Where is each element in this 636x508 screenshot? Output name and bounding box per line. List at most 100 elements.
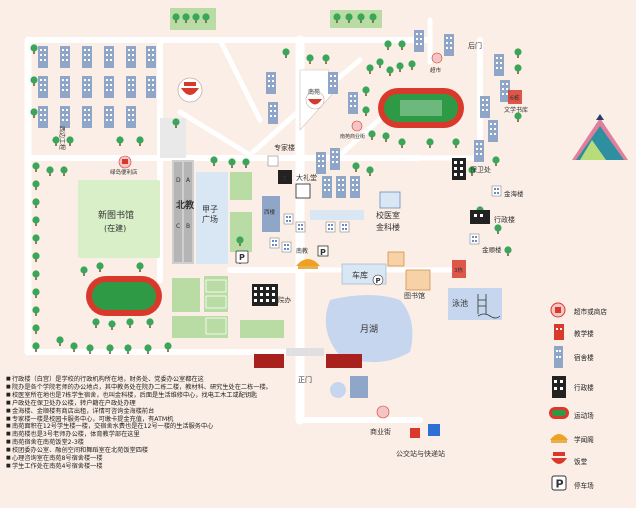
south-garden-label: 南苑 (308, 88, 320, 96)
security-office-label: 保卫处 (470, 165, 491, 174)
svg-text:P: P (556, 478, 564, 491)
store-icon (550, 302, 566, 318)
garage-label: 车库 (352, 270, 368, 280)
jinli-building-label: 金科楼 (376, 222, 400, 232)
note-item: 南苑楼也是3号老师办公楼，体育教学部在这里 (6, 431, 286, 439)
south-gate-label: 正门 (298, 375, 312, 384)
tree-column-left (32, 162, 68, 352)
legend-item-pavilion: 学闻阁 (544, 428, 636, 448)
medical-center-label: 校医室 (376, 210, 400, 220)
south-gate[interactable]: 正门 (254, 348, 362, 384)
dorm-icon (554, 346, 563, 368)
jinshun-building[interactable]: 金顺楼 (469, 233, 502, 254)
back-gate-label: 后门 (468, 41, 482, 50)
main-hall[interactable]: 7 大礼堂 (278, 170, 317, 199)
building-b-label: B (186, 223, 190, 230)
west-building[interactable]: 西楼 (262, 196, 280, 232)
parking-lot[interactable]: P (235, 250, 249, 264)
north-plaza-block (160, 118, 186, 158)
legend-item-parking: P 停车场 (544, 474, 636, 494)
west-building-label: 西楼 (264, 208, 276, 216)
courtyard-label: 院办 (278, 295, 292, 304)
south-garden-canteen[interactable]: 南苑 (299, 69, 337, 131)
jiazi-square-label2: 广场 (202, 214, 218, 224)
main-hall-label: 大礼堂 (296, 173, 317, 182)
building-c-label: C (176, 223, 180, 230)
svg-text:7: 7 (282, 175, 286, 183)
building-3-label: 3栋 (454, 266, 463, 274)
moon-lake[interactable]: 月湖 (325, 295, 413, 363)
parking-center[interactable] (317, 245, 329, 257)
svg-text:P: P (239, 253, 245, 262)
culture-books-label: 文学书库 (504, 106, 528, 114)
commercial-street-label: 商业街 (370, 427, 391, 436)
north-dorm-cluster (30, 44, 156, 146)
note-item: 院办是各个学院老师的办公地点，其中教务处在院办二栋二楼，教材科、研究生处在二栋一… (6, 384, 286, 392)
legend-item-store: 超市或商店 (544, 300, 636, 320)
note-item: 户政处在保卫处办公楼，转户籍在户政处办理 (6, 400, 286, 408)
jiazi-square[interactable]: 甲子 广场 (196, 172, 228, 264)
note-item: 校医室所在地也是7栋学生宿舍，也叫金科楼，后面是生活维修中心，找电工木工或配钥匙 (6, 392, 286, 400)
swimming-pool[interactable]: 泳池 (448, 288, 502, 320)
parking-icon: P (551, 475, 567, 491)
garage[interactable]: 车库 P (341, 263, 387, 286)
note-item: 校团委办公室、融创空间和舞蹈室在北苑饭堂四楼 (6, 447, 286, 455)
library[interactable]: 图书馆 (387, 251, 431, 300)
green-patches-center (210, 156, 252, 264)
building-a-label: A (186, 177, 191, 184)
legend-label: 宿舍楼 (574, 354, 594, 362)
admin-building-label: 行政楼 (494, 215, 515, 224)
pavilion-icon (550, 434, 568, 443)
new-library[interactable]: 新图书馆 (在建) (78, 180, 160, 258)
building-3[interactable]: 3栋 (452, 260, 466, 278)
bus-station[interactable]: 公交站与快递站 (396, 424, 445, 458)
bus-station-label: 公交站与快递站 (396, 449, 445, 458)
note-item: 金海楼、金顺楼有商店出租，详情可咨询金海楼前台 (6, 408, 286, 416)
sports-field-east[interactable] (378, 88, 464, 128)
legend-item-admin: 行政楼 (544, 376, 636, 398)
legend-label: 运动场 (574, 412, 594, 420)
green-store[interactable]: 绿岛便利店 (110, 155, 138, 176)
note-item: 学生工作处在南苑4号宿舍楼一楼 (6, 463, 286, 471)
jinshun-building-label: 金顺楼 (482, 245, 502, 254)
legend-item-sports: 运动场 (544, 404, 636, 424)
courtyard-blocks[interactable]: 院办 (252, 284, 292, 306)
commercial-street[interactable]: 商业街 (370, 405, 391, 436)
south-teaching[interactable]: 南教 (296, 247, 308, 255)
svg-text:P: P (376, 277, 381, 285)
sports-field-icon (549, 407, 569, 419)
teaching-blocks-center (269, 210, 364, 253)
legend-label: 学闻阁 (574, 436, 594, 444)
legend-label: 教学楼 (574, 330, 594, 338)
library-label: 图书馆 (404, 291, 425, 300)
culture-books[interactable]: 6栋 文学书库 (504, 90, 528, 114)
tree-row-top (170, 8, 382, 30)
gate-parking[interactable] (330, 376, 368, 398)
west-road-label: 西边工程 (58, 126, 66, 150)
south-garden-store-label: 南苑商业街 (340, 133, 365, 140)
south-garden-store[interactable]: 南苑商业街 (340, 120, 365, 140)
south-teaching-label: 南教 (296, 247, 308, 255)
supermarket[interactable]: 超市 (430, 52, 443, 74)
note-item: 专家楼一楼是校园卡服务中心，可缴卡提金充值，有ATM机 (6, 416, 286, 424)
expert-building-label: 专家楼 (274, 143, 295, 152)
jinhai-building[interactable]: 金海楼 (491, 185, 524, 198)
legend-label: 停车场 (574, 482, 594, 490)
pavilion[interactable] (296, 259, 320, 269)
svg-text:P: P (320, 248, 326, 257)
expert-building[interactable]: 专家楼 (267, 143, 295, 167)
north-teaching-block[interactable]: 北教 D A C B (172, 160, 195, 264)
supermarket-label: 超市 (430, 66, 442, 74)
security-office[interactable]: 保卫处 (452, 158, 491, 180)
sports-field-west[interactable] (86, 276, 162, 316)
mountain-logo-icon (572, 114, 628, 160)
note-item: 南苑面积在12号学生楼一楼，交宿舍水费也是在12号一楼的生活服务中心 (6, 423, 286, 431)
north-canteen[interactable] (177, 77, 203, 103)
green-store-label: 绿岛便利店 (110, 168, 138, 176)
new-library-label: 新图书馆 (98, 209, 134, 221)
admin-building[interactable]: 行政楼 (470, 210, 515, 224)
medical-center[interactable]: 校医室 金科楼 (376, 191, 401, 232)
note-item: 行政楼（白宫）是学校的行政机构所在地，财务处、党委办公室都在这 (6, 376, 286, 384)
